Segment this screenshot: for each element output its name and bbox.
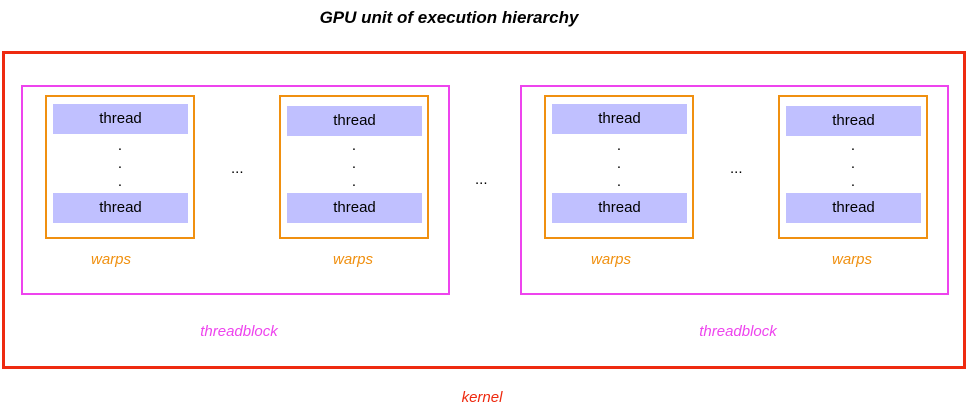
thread-top: thread <box>786 106 921 136</box>
warp-box-1-2: thread ... thread <box>279 95 429 239</box>
warp-box-2-2: thread ... thread <box>778 95 928 239</box>
thread-bottom: thread <box>786 193 921 223</box>
warp-label-2-1: warps <box>590 251 631 268</box>
kernel-box <box>2 51 966 369</box>
warp-box-2-1: thread ... thread <box>544 95 694 239</box>
threadblock-label-2: threadblock <box>699 323 777 340</box>
warp-ellipsis-2: ... <box>730 160 743 177</box>
thread-bottom: thread <box>552 193 687 223</box>
threadblock-label-1: threadblock <box>200 323 278 340</box>
warp-label-2-2: warps <box>831 251 872 268</box>
thread-top: thread <box>287 106 422 136</box>
thread-ellipsis: ... <box>351 137 357 190</box>
threadblock-box-2 <box>520 85 949 295</box>
thread-ellipsis: ... <box>616 137 622 190</box>
thread-ellipsis: ... <box>117 137 123 190</box>
thread-top: thread <box>552 104 687 134</box>
threadblock-ellipsis: ... <box>475 171 488 188</box>
diagram-title: GPU unit of execution hierarchy <box>319 8 579 27</box>
warp-ellipsis-1: ... <box>231 160 244 177</box>
warp-box-1-1: thread ... thread <box>45 95 195 239</box>
thread-top: thread <box>53 104 188 134</box>
kernel-label: kernel <box>461 389 503 406</box>
thread-bottom: thread <box>287 193 422 223</box>
threadblock-box-1 <box>21 85 450 295</box>
warp-label-1-2: warps <box>332 251 373 268</box>
warp-label-1-1: warps <box>90 251 131 268</box>
thread-bottom: thread <box>53 193 188 223</box>
thread-ellipsis: ... <box>850 137 856 190</box>
